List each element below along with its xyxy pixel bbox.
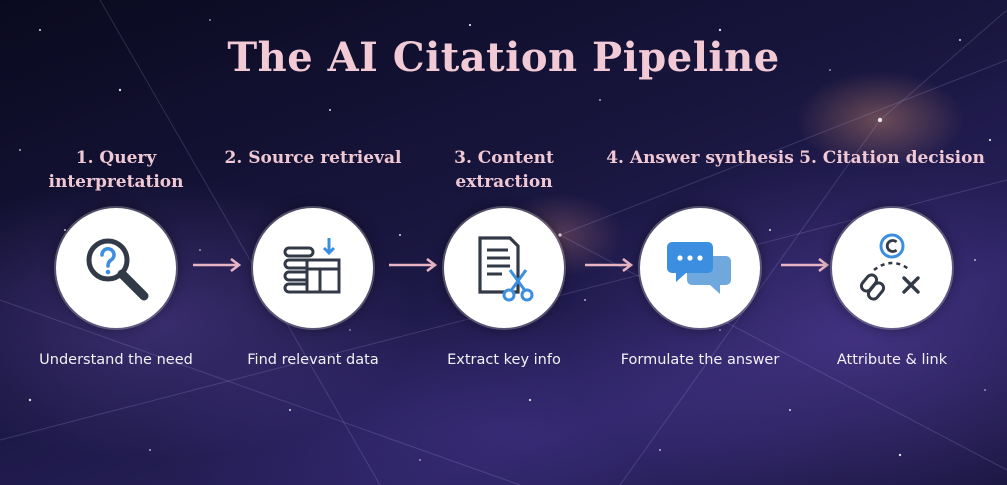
- step-title: 3. Content extraction: [454, 148, 554, 192]
- step-icon-circle: [56, 208, 176, 328]
- step-caption: Understand the need: [39, 352, 193, 368]
- step-icon-circle: [640, 208, 760, 328]
- step-icon-circle: [253, 208, 373, 328]
- step-query-interpretation: 1. Query interpretation Understand the n…: [16, 146, 216, 368]
- step-icon-circle: [832, 208, 952, 328]
- step-icon-circle: [444, 208, 564, 328]
- citation-link-icon: [859, 233, 920, 301]
- pipeline-title: The AI Citation Pipeline: [227, 34, 780, 81]
- step-source-retrieval: 2. Source retrieval Find relevant data: [213, 146, 413, 368]
- step-caption: Find relevant data: [247, 352, 379, 368]
- step-answer-synthesis: 4. Answer synthesis Formulate the answer: [600, 146, 800, 368]
- database-retrieval-icon: [283, 238, 341, 294]
- arrow-right-icon: [389, 257, 438, 273]
- step-content-extraction: 3. Content extraction Extract key info: [404, 146, 604, 368]
- step-citation-decision: 5. Citation decision Attribute & link: [792, 146, 992, 368]
- step-title: 5. Citation decision: [799, 148, 985, 168]
- step-title: 1. Query interpretation: [48, 148, 184, 192]
- document-scissors-icon: [478, 236, 534, 302]
- arrow-right-icon: [193, 257, 242, 273]
- step-caption: Formulate the answer: [620, 352, 780, 368]
- arrow-right-icon: [585, 257, 634, 273]
- step-title: 2. Source retrieval: [224, 148, 402, 168]
- step-title: 4. Answer synthesis: [606, 148, 794, 168]
- step-caption: Attribute & link: [836, 352, 948, 368]
- chat-bubbles-icon: [667, 242, 731, 294]
- arrow-right-icon: [781, 257, 830, 273]
- step-caption: Extract key info: [447, 352, 561, 368]
- magnifier-question-icon: [86, 238, 149, 301]
